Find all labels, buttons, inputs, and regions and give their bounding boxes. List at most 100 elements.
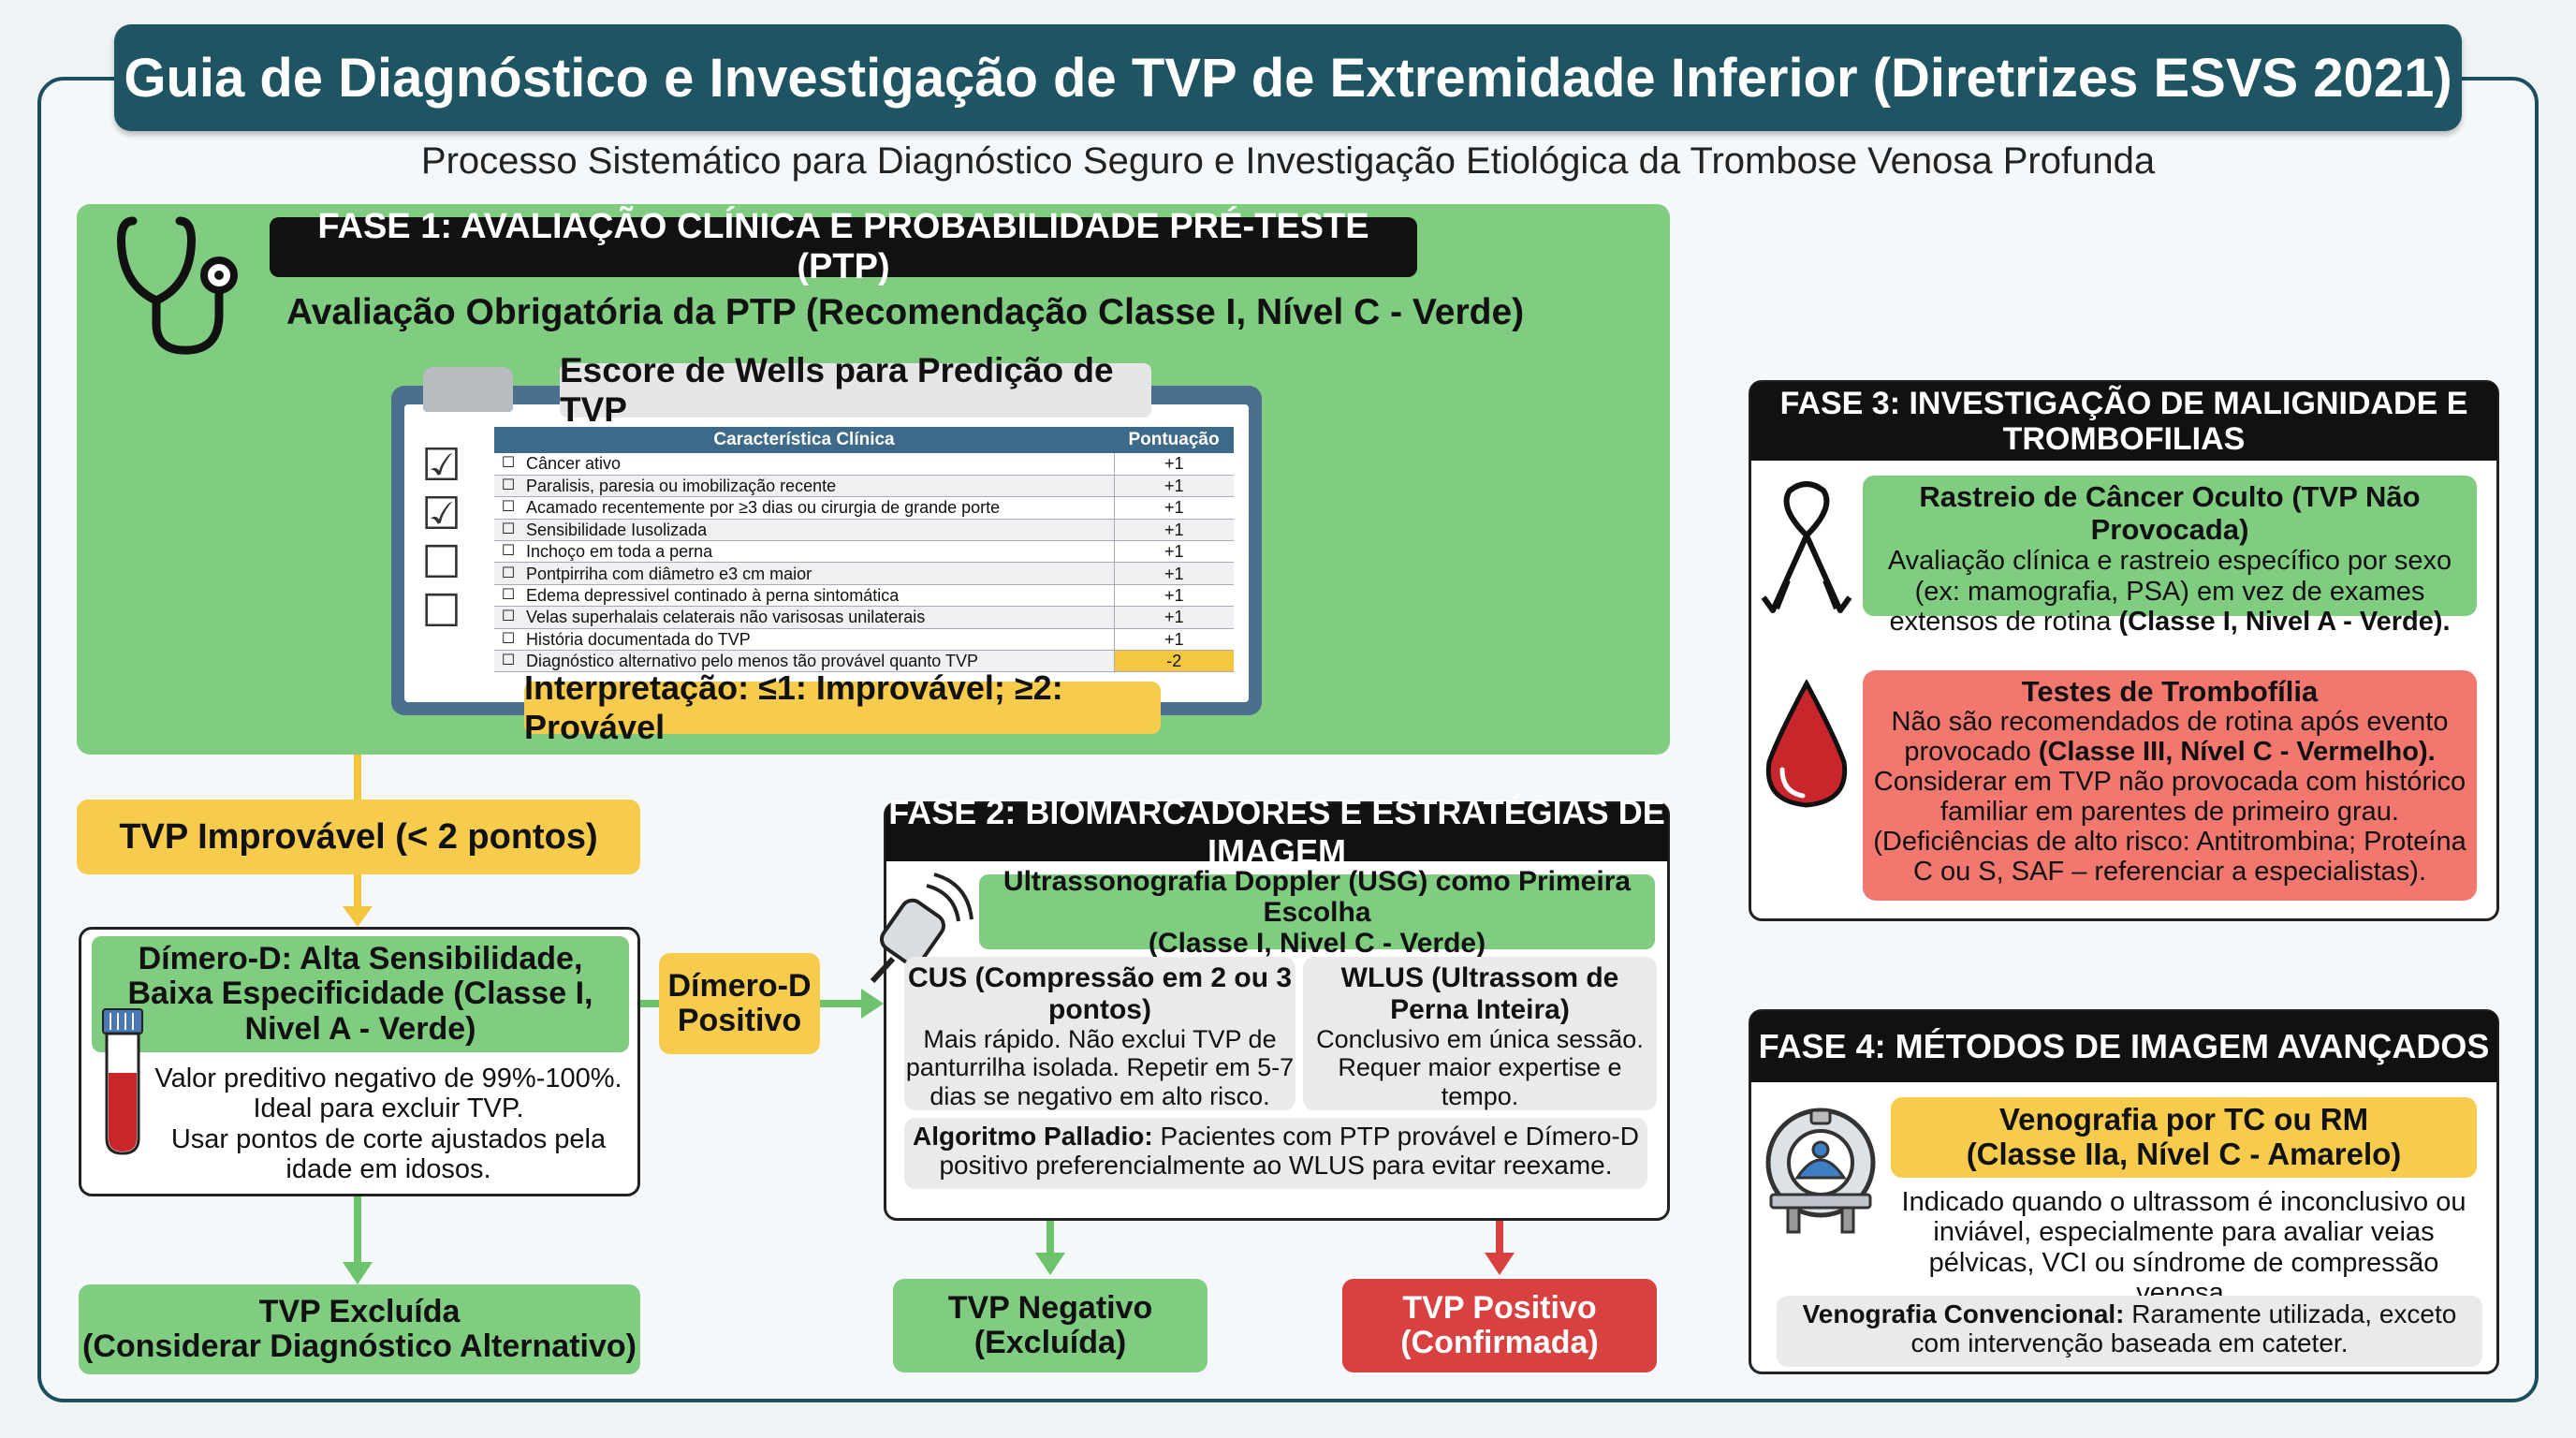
table-row: ☐Câncer ativo+1 [494,453,1234,476]
venografia-convencional-box: Venografia Convencional: Raramente utili… [1777,1296,2482,1367]
table-row: ☐Edema depressivel continado à perna sin… [494,584,1234,608]
connector-line [1046,1221,1054,1255]
tvp-improvavel-box: TVP Improvável (< 2 pontos) [77,800,640,874]
row-checkbox-icon: ☐ [494,496,522,520]
tvp-negativo-note: (Excluída) [973,1325,1127,1360]
thrombophilia-body-2: Considerar em TVP não provocada com hist… [1873,766,2466,887]
thrombophilia-title: Testes de Trombofília [2021,675,2319,708]
arrow-down-icon [343,1262,373,1284]
dimero-text-2: Ideal para excluir TVP. [253,1093,524,1124]
row-checkbox-icon: ☐ [494,650,522,673]
tvp-excluida-note: (Considerar Diagnóstico Alternativo) [82,1328,637,1364]
row-score: +1 [1113,453,1234,476]
connector-line [820,1000,865,1007]
table-row: ☐Velas superhalais celaterais não variso… [494,606,1234,629]
phase1-subtitle: Avaliação Obrigatória da PTP (Recomendaç… [286,292,1525,332]
connector-line [640,1000,659,1007]
cancer-title: Rastreio de Câncer Oculto (TVP Não Provo… [1919,480,2421,546]
palladio-box: Algoritmo Palladio: Pacientes com PTP pr… [904,1118,1647,1189]
table-row: ☐História documentada do TVP+1 [494,628,1234,652]
row-score: +1 [1113,496,1234,520]
venografia-body: Indicado quando o ultrassom é inconclusi… [1901,1187,2466,1309]
table-row: ☐Paralisis, paresia ou imobilização rece… [494,475,1234,498]
palladio-label: Algoritmo Palladio: [913,1122,1153,1151]
table-row: ☐Sensibilidade Iusolizada+1 [494,519,1234,542]
row-item: Velas superhalais celaterais não varisos… [522,606,1114,629]
connector-line [354,755,361,800]
row-item: Sensibilidade Iusolizada [522,519,1114,542]
table-row: ☐Pontpirriha com diâmetro e3 cm maior+1 [494,562,1234,585]
row-score: +1 [1113,519,1234,542]
connector-line [1496,1221,1503,1255]
venografia-header: Venografia por TC ou RM (Classe IIa, Nív… [1891,1097,2477,1178]
row-checkbox-icon: ☐ [494,628,522,652]
row-checkbox-icon: ☐ [494,453,522,476]
arrow-down-icon [1485,1253,1515,1275]
venografia-convencional-label: Venografia Convencional: [1802,1299,2125,1328]
empty-checkbox-icon: ☐ [421,587,462,637]
row-score: +1 [1113,628,1234,652]
cus-box: CUS (Compressão em 2 ou 3 pontos) Mais r… [904,957,1295,1110]
table-header-row: Característica Clínica Pontuação [494,427,1234,453]
phase2-label: FASE 2: BIOMARCADORES E ESTRATÉGIAS DE I… [886,793,1668,871]
clipboard-clip-icon [423,367,513,412]
cancer-screening-box: Rastreio de Câncer Oculto (TVP Não Provo… [1863,476,2477,637]
dimero-positivo-box: Dímero-D Positivo [659,953,820,1054]
palladio-body: Pacientes com PTP provável e Dímero-D po… [939,1122,1639,1181]
cancer-class: (Classe I, Nivel A - Verde). [2118,607,2451,638]
checked-checkbox-icon: ☑ [421,441,462,491]
row-item: Acamado recentemente por ≥3 dias ou ciru… [522,496,1114,520]
row-score: +1 [1113,475,1234,498]
usg-title: Ultrassonografia Doppler (USG) como Prim… [1003,865,1632,928]
thrombophilia-class: (Classe III, Nível C - Vermelho). [2038,736,2436,767]
tvp-excluida-title: TVP Excluída [258,1293,461,1329]
column-header-characteristic: Característica Clínica [494,427,1114,453]
tvp-excluida-box: TVP Excluída (Considerar Diagnóstico Alt… [79,1284,640,1374]
phase3-label: FASE 3: INVESTIGAÇÃO DE MALIGNIDADE E TR… [1750,382,2497,461]
venografia-convencional-body: Raramente utilizada, exceto com interven… [1910,1299,2457,1358]
row-score: +1 [1113,562,1234,585]
wlus-title: WLUS (Ultrassom de Perna Inteira) [1340,962,1619,1025]
row-checkbox-icon: ☐ [494,475,522,498]
row-checkbox-icon: ☐ [494,606,522,629]
row-item: Câncer ativo [522,453,1114,476]
page-title: Guia de Diagnóstico e Investigação de TV… [114,24,2462,131]
tvp-negativo-box: TVP Negativo (Excluída) [893,1279,1208,1372]
row-checkbox-icon: ☐ [494,584,522,608]
venografia-class: (Classe IIa, Nível C - Amarelo) [1966,1137,2402,1171]
row-item: Edema depressivel continado à perna sint… [522,584,1114,608]
table-row: ☐Inchoço em toda a perna+1 [494,540,1234,564]
checked-checkbox-icon: ☑ [421,490,462,539]
row-checkbox-icon: ☐ [494,519,522,542]
row-item: Pontpirriha com diâmetro e3 cm maior [522,562,1114,585]
thrombophilia-box: Testes de Trombofília Não são recomendad… [1863,670,2477,901]
wells-score-title: Escore de Wells para Predição de TVP [560,351,1151,429]
row-score: +1 [1113,606,1234,629]
row-score: -2 [1113,650,1234,673]
dimero-text-1: Valor preditivo negativo de 99%-100%. [154,1064,622,1093]
cus-title: CUS (Compressão em 2 ou 3 pontos) [907,962,1293,1025]
tvp-positivo-title: TVP Positivo [1402,1289,1597,1326]
row-score: +1 [1113,540,1234,564]
ct-scanner-icon [1765,1108,1876,1234]
row-checkbox-icon: ☐ [494,540,522,564]
arrow-down-icon [343,906,373,927]
row-item: Diagnóstico alternativo pelo menos tão p… [522,650,1114,673]
tvp-positivo-note: (Confirmada) [1400,1325,1599,1360]
usg-header: Ultrassonografia Doppler (USG) como Prim… [979,866,1655,959]
empty-checkbox-icon: ☐ [421,538,462,588]
tvp-positivo-box: TVP Positivo (Confirmada) [1342,1279,1657,1372]
stethoscope-icon [117,216,238,355]
tvp-negativo-title: TVP Negativo [947,1289,1153,1326]
table-row: ☐Acamado recentemente por ≥3 dias ou cir… [494,496,1234,520]
ultrasound-probe-icon [870,873,973,984]
blood-drop-icon [1765,680,1848,808]
cus-body: Mais rápido. Não exclui TVP de panturril… [905,1025,1295,1110]
table-row: ☐Diagnóstico alternativo pelo menos tão … [494,650,1234,673]
venografia-title: Venografia por TC ou RM [1998,1102,2369,1137]
ribbon-icon [1761,481,1852,613]
row-item: Inchoço em toda a perna [522,540,1114,564]
phase1-label: FASE 1: AVALIAÇÃO CLÍNICA E PROBABILIDAD… [270,207,1417,286]
thrombophilia-body-1: Não são recomendados de rotina após even… [1891,707,2449,767]
connector-line [354,1196,361,1264]
